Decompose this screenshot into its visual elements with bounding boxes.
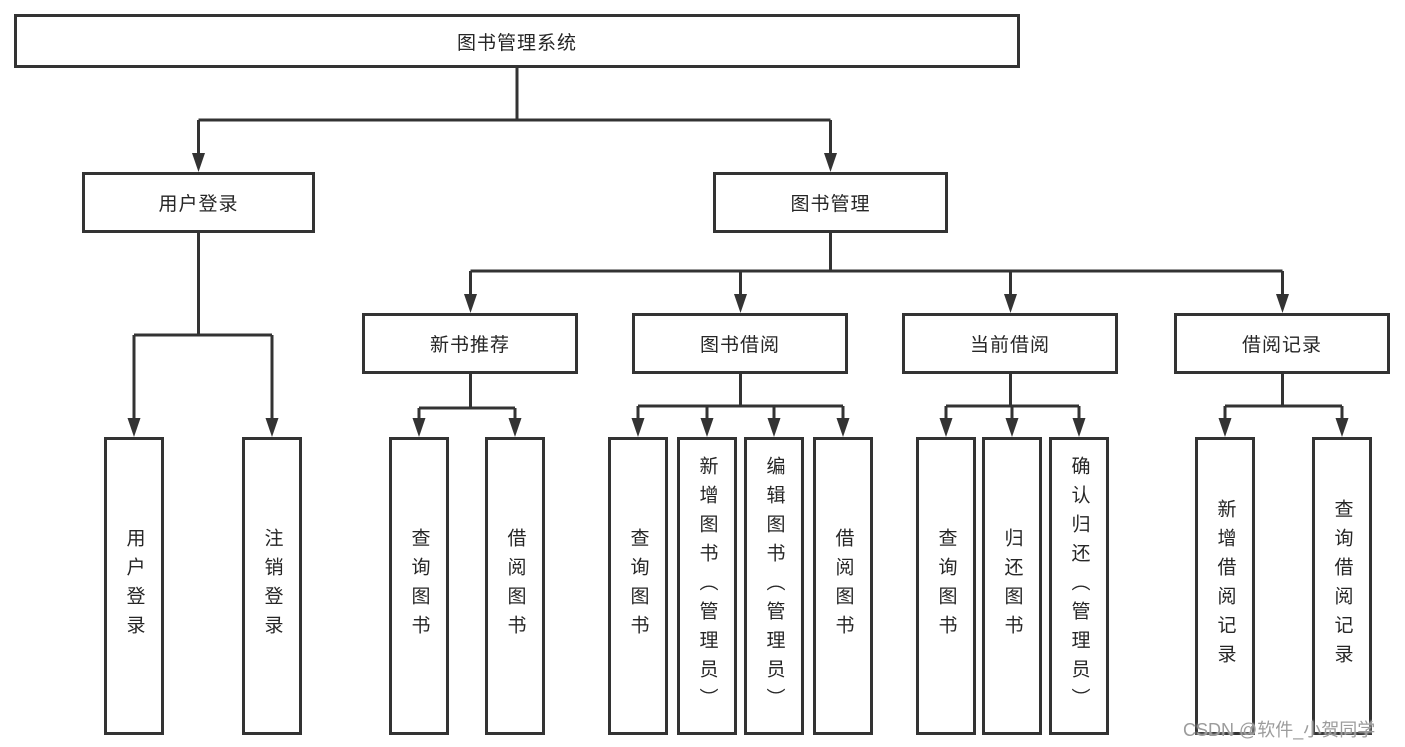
leaf-logout: 注销登录 xyxy=(242,437,302,735)
leaf-user-login: 用户登录 xyxy=(104,437,164,735)
arrow-down-icon xyxy=(631,418,645,437)
leaf-return-books: 归还图书 xyxy=(982,437,1042,735)
arrow-down-icon xyxy=(1276,294,1289,313)
arrow-down-icon xyxy=(508,418,522,437)
arrow-down-icon xyxy=(1072,418,1086,437)
leaf-edit-books-admin: 编辑图书（管理员） xyxy=(744,437,804,735)
leaf-confirm-return-admin: 确认归还（管理员） xyxy=(1049,437,1109,735)
csdn-watermark: CSDN @软件_小贺同学 xyxy=(1183,720,1376,740)
node-new-book-recommend: 新书推荐 xyxy=(362,313,578,374)
arrow-down-icon xyxy=(734,294,747,313)
arrow-down-icon xyxy=(1004,294,1017,313)
arrow-down-icon xyxy=(412,418,426,437)
arrow-down-icon xyxy=(700,418,714,437)
arrow-down-icon xyxy=(836,418,850,437)
node-current-borrow: 当前借阅 xyxy=(902,313,1118,374)
arrow-down-icon xyxy=(939,418,953,437)
arrow-down-icon xyxy=(767,418,781,437)
arrow-down-icon xyxy=(192,153,205,172)
leaf-borrow-books: 借阅图书 xyxy=(813,437,873,735)
tree-edges xyxy=(132,68,1344,421)
arrow-down-icon xyxy=(824,153,837,172)
arrow-down-icon xyxy=(127,418,141,437)
leaf-query-books-current: 查询图书 xyxy=(916,437,976,735)
leaf-query-borrow-record: 查询借阅记录 xyxy=(1312,437,1372,735)
arrowhead-icons xyxy=(127,153,1349,437)
node-user-login: 用户登录 xyxy=(82,172,315,233)
leaf-add-borrow-record: 新增借阅记录 xyxy=(1195,437,1255,735)
leaf-query-books-recommend: 查询图书 xyxy=(389,437,449,735)
arrow-down-icon xyxy=(265,418,279,437)
arrow-down-icon xyxy=(1005,418,1019,437)
leaf-borrow-books-recommend: 借阅图书 xyxy=(485,437,545,735)
node-book-management: 图书管理 xyxy=(713,172,948,233)
arrow-down-icon xyxy=(1335,418,1349,437)
leaf-query-books-borrow: 查询图书 xyxy=(608,437,668,735)
node-library-management-system: 图书管理系统 xyxy=(14,14,1020,68)
arrow-down-icon xyxy=(464,294,477,313)
node-borrow-records: 借阅记录 xyxy=(1174,313,1390,374)
arrow-down-icon xyxy=(1218,418,1232,437)
node-book-borrow: 图书借阅 xyxy=(632,313,848,374)
leaf-add-books-admin: 新增图书（管理员） xyxy=(677,437,737,735)
